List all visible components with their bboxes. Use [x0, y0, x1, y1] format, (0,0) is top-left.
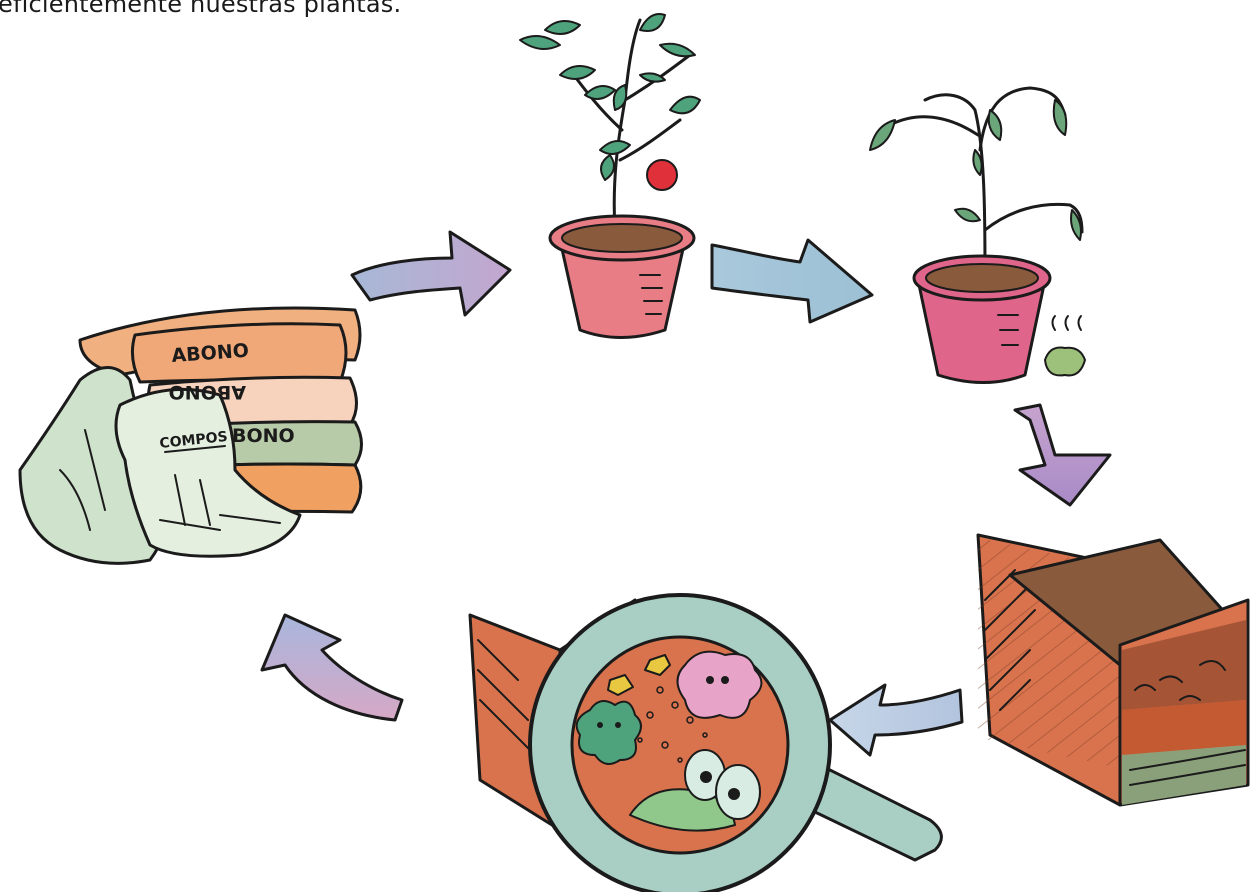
cycle-arrow-3 — [1015, 405, 1110, 505]
cycle-arrow-5 — [262, 615, 402, 720]
fertilizer-bags: ABONO ABONO BONO COMPOS — [20, 308, 362, 563]
cycle-arrow-1 — [352, 232, 510, 315]
cycle-arrow-2 — [712, 240, 872, 322]
compost-box — [978, 535, 1248, 805]
wilted-plant-pot — [870, 88, 1085, 383]
bag-label-abono-2: ABONO — [169, 381, 246, 403]
cycle-arrow-4 — [830, 685, 962, 755]
bag-label-abono-3: BONO — [232, 425, 295, 447]
healthy-plant-pot — [520, 14, 700, 338]
